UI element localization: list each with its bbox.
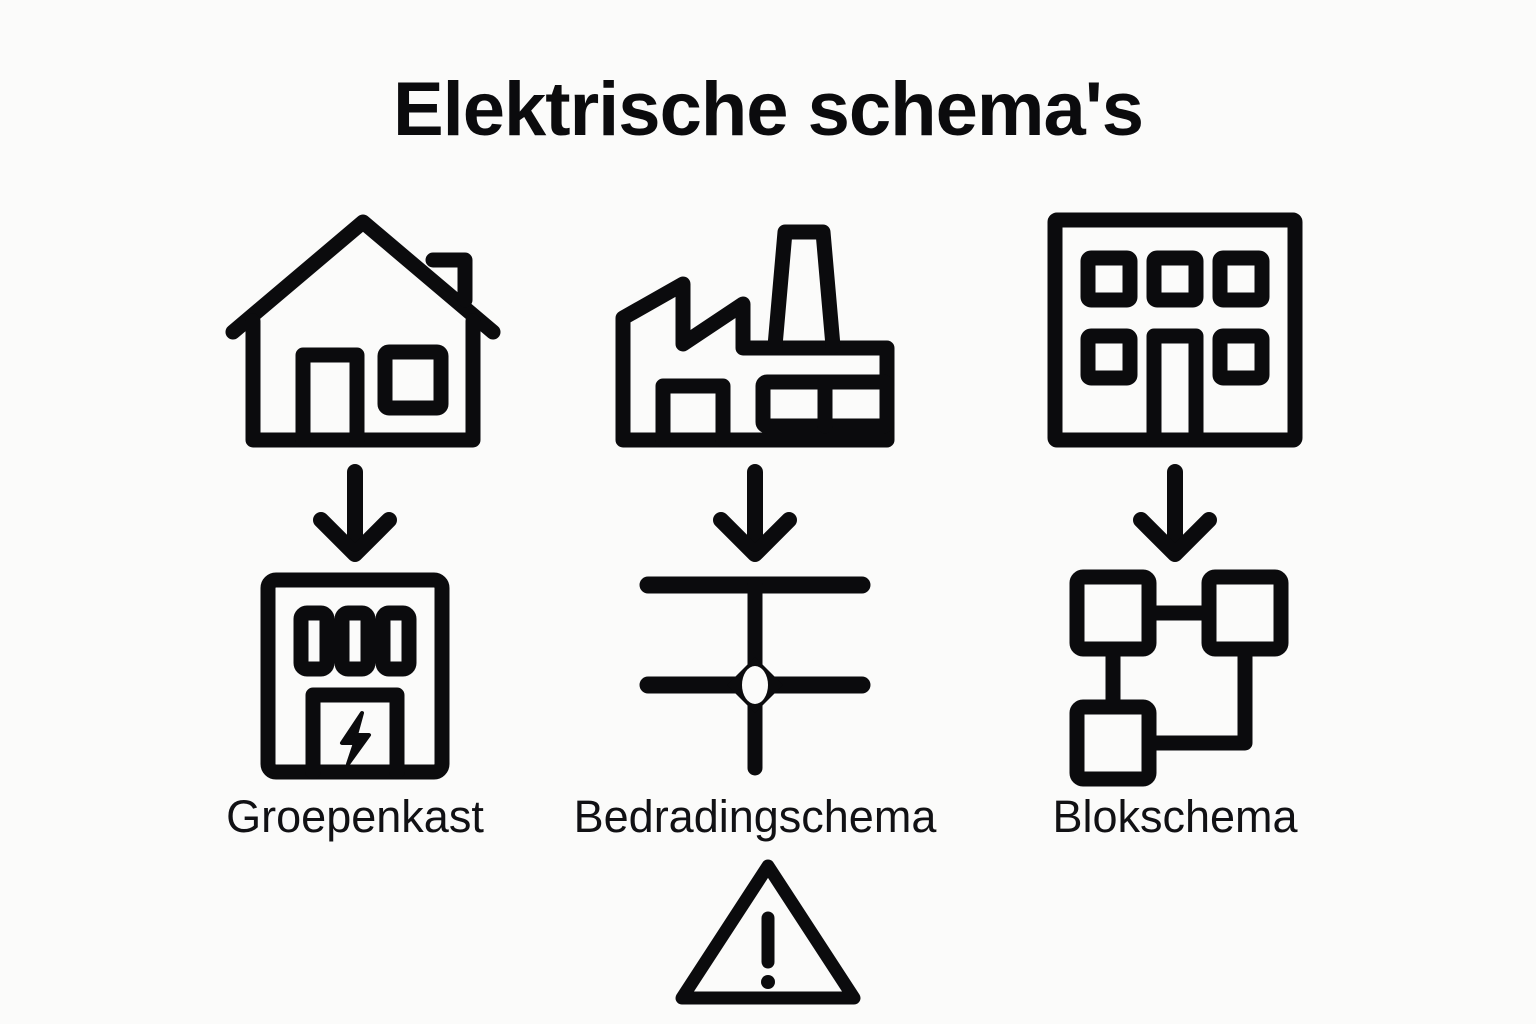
factory-icon: [535, 200, 975, 460]
block-diagram-icon: [955, 565, 1395, 790]
wiring-junction-icon: [535, 565, 975, 790]
page-title: Elektrische schema's: [392, 67, 1144, 152]
warning-triangle-icon: [668, 852, 868, 1012]
column-groepenkast: Groepenkast: [135, 200, 575, 900]
apartment-building-icon: [955, 200, 1395, 460]
caption-groepenkast: Groepenkast: [226, 791, 484, 842]
arrow-down-icon: [955, 462, 1395, 572]
house-icon: [135, 200, 575, 460]
column-bedradingschema: Bedradingschema: [535, 200, 975, 900]
arrow-down-icon: [135, 462, 575, 572]
fuse-box-icon: [135, 565, 575, 790]
caption-blokschema: Blokschema: [1052, 791, 1298, 842]
arrow-down-icon: [535, 462, 975, 572]
caption-bedradingschema: Bedradingschema: [573, 791, 937, 842]
column-blokschema: Blokschema: [955, 200, 1395, 900]
